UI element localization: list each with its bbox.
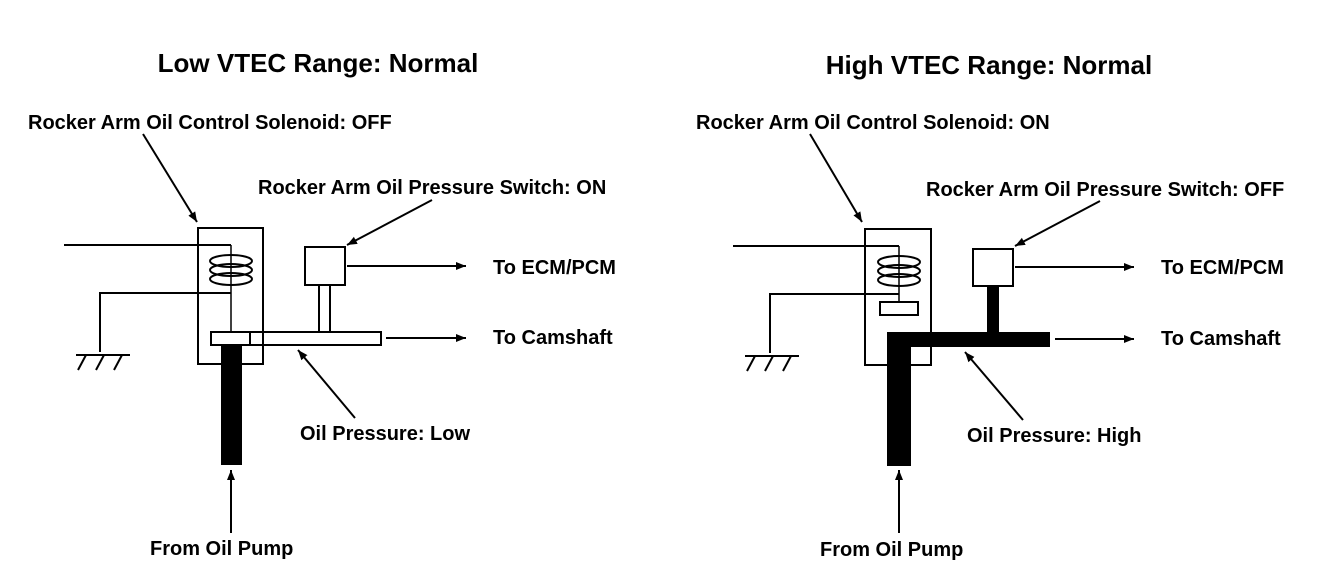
switch-passage bbox=[318, 284, 331, 333]
spool-valve bbox=[879, 301, 919, 316]
solenoid-coil-icon bbox=[877, 255, 921, 287]
oil-pressure-label: Oil Pressure: High bbox=[967, 425, 1142, 447]
pressure-leader-arrow bbox=[297, 349, 356, 419]
panel-low-vtec: Low VTEC Range: Normal Rocker Arm Oil Co… bbox=[28, 48, 616, 560]
panel-title: High VTEC Range: Normal bbox=[826, 50, 1152, 80]
switch-leader-arrow bbox=[1014, 200, 1101, 247]
panel-high-vtec: High VTEC Range: Normal Rocker Arm Oil C… bbox=[696, 50, 1284, 561]
oil-pressure-label: Oil Pressure: Low bbox=[300, 423, 470, 445]
camshaft-label: To Camshaft bbox=[1161, 328, 1281, 350]
ground-wire bbox=[99, 292, 231, 352]
camshaft-label: To Camshaft bbox=[493, 327, 613, 349]
solenoid-label: Rocker Arm Oil Control Solenoid: OFF bbox=[28, 112, 392, 134]
switch-leader-arrow bbox=[346, 199, 433, 246]
switch-passage bbox=[987, 286, 999, 333]
solenoid-label: Rocker Arm Oil Control Solenoid: ON bbox=[696, 112, 1050, 134]
oil-pump-label: From Oil Pump bbox=[150, 538, 293, 560]
pressure-switch-label: Rocker Arm Oil Pressure Switch: ON bbox=[258, 177, 606, 199]
pressure-switch-label: Rocker Arm Oil Pressure Switch: OFF bbox=[926, 179, 1284, 201]
ground-symbol bbox=[76, 354, 130, 371]
ground-wire bbox=[769, 293, 899, 353]
oil-pump-label: From Oil Pump bbox=[820, 539, 963, 561]
ecm-label: To ECM/PCM bbox=[493, 257, 616, 279]
pressure-switch-box bbox=[304, 246, 346, 286]
oil-passage-from-pump bbox=[887, 332, 911, 466]
solenoid-leader-arrow bbox=[142, 133, 198, 223]
solenoid-coil-icon bbox=[209, 254, 253, 286]
solenoid-leader-arrow bbox=[809, 133, 863, 223]
ecm-label: To ECM/PCM bbox=[1161, 257, 1284, 279]
pressure-switch-box bbox=[972, 248, 1014, 287]
pressure-leader-arrow bbox=[964, 351, 1024, 421]
panel-title: Low VTEC Range: Normal bbox=[158, 48, 479, 78]
oil-passage-horizontal bbox=[210, 331, 382, 346]
oil-passage-horizontal bbox=[887, 332, 1050, 347]
ground-symbol bbox=[745, 355, 799, 372]
oil-passage-from-pump bbox=[221, 345, 242, 465]
